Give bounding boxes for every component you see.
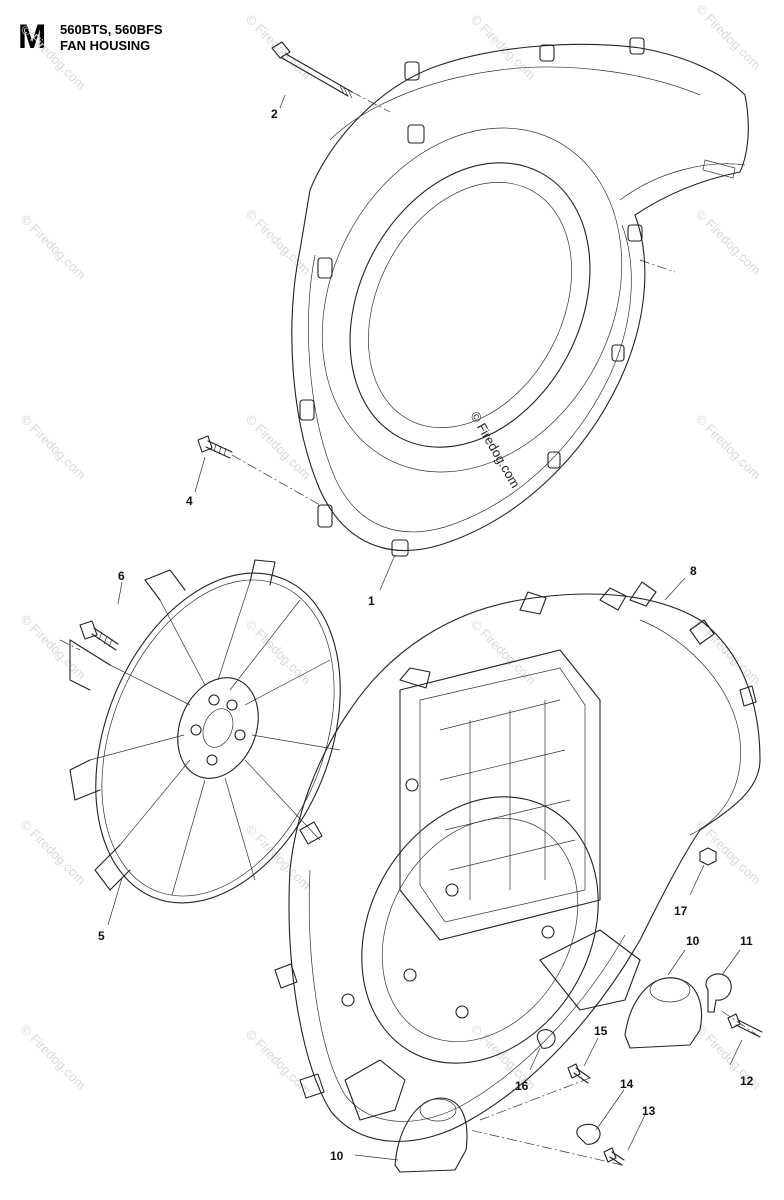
watermark: © Firedog.com [243, 207, 314, 278]
callout-16: 16 [515, 1079, 529, 1093]
clamp [705, 973, 732, 1013]
watermark: © Firedog.com [693, 2, 764, 73]
fan-housing-base [274, 581, 761, 1142]
callout-10-right: 10 [686, 934, 700, 948]
callout-11: 11 [740, 934, 753, 948]
center-watermark: © Firedog.com [467, 409, 523, 491]
screw-4 [197, 435, 233, 459]
callout-15: 15 [594, 1024, 608, 1038]
model-title: 560BTS, 560BFS [60, 22, 163, 37]
callout-1: 1 [368, 594, 375, 608]
watermark: © Firedog.com [693, 617, 764, 688]
watermark: © Firedog.com [18, 817, 89, 888]
watermark: © Firedog.com [18, 212, 89, 283]
long-bolt [271, 41, 353, 99]
callout-14: 14 [620, 1077, 634, 1091]
grommet-right [624, 977, 703, 1049]
fan-housing-cover [291, 37, 749, 557]
watermark: © Firedog.com [468, 617, 539, 688]
grommet-left [394, 1097, 468, 1173]
callout-6: 6 [118, 569, 125, 583]
screw-12 [727, 1013, 763, 1038]
callout-12: 12 [740, 1074, 754, 1088]
fan-impeller [69, 559, 341, 904]
nut [699, 847, 717, 866]
watermark: © Firedog.com [18, 412, 89, 483]
screw-6 [79, 620, 119, 651]
callout-17: 17 [674, 904, 688, 918]
leader-lines [59, 91, 761, 1166]
watermark: © Firedog.com [243, 822, 314, 893]
callout-4: 4 [186, 494, 193, 508]
clip-16 [536, 1029, 556, 1049]
callout-5: 5 [98, 929, 105, 943]
callout-8: 8 [690, 564, 697, 578]
screw-15 [567, 1063, 591, 1084]
watermark: © Firedog.com [18, 22, 89, 93]
watermark: © Firedog.com [693, 412, 764, 483]
screw-13 [603, 1147, 625, 1166]
callout-13: 13 [642, 1104, 656, 1118]
section-letter: M [18, 18, 47, 56]
watermark: © Firedog.com [243, 617, 314, 688]
watermark: © Firedog.com [693, 207, 764, 278]
watermark: © Firedog.com [243, 12, 314, 83]
group-title: FAN HOUSING [60, 38, 151, 53]
watermark: © Firedog.com [18, 612, 89, 683]
watermark: © Firedog.com [243, 412, 314, 483]
callout-10-left: 10 [330, 1149, 344, 1163]
watermark: © Firedog.com [18, 1022, 89, 1093]
callout-labels: 1 2 4 5 6 8 10 11 12 13 14 15 16 17 10 [98, 107, 754, 1163]
callout-2: 2 [271, 107, 278, 121]
clip [576, 1123, 601, 1145]
